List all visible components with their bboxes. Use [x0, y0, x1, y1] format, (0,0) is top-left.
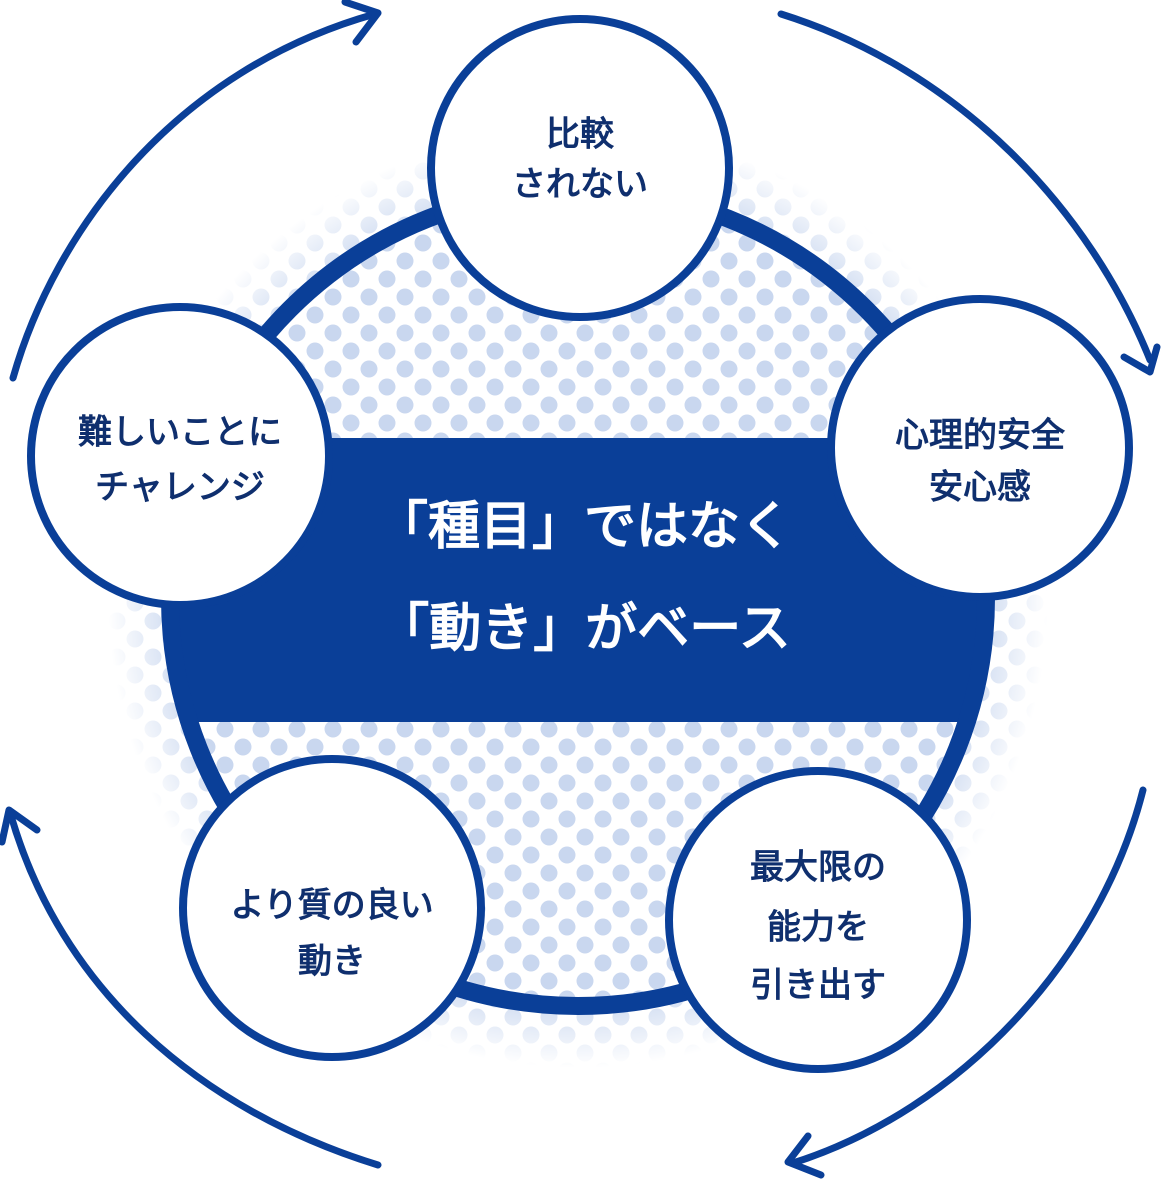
node-label: 能力を: [767, 908, 869, 948]
node-take-on-challenge: 難しいことに チャレンジ: [27, 303, 333, 609]
node-label: 安心感: [929, 468, 1031, 508]
cycle-arrow-top-left: [9, 10, 379, 382]
node-label: 動き: [298, 942, 366, 982]
cycle-arrow-top-right: [777, 10, 1154, 364]
node-label: 難しいことに: [78, 413, 282, 453]
node-label: より質の良い: [230, 886, 433, 926]
node-label: されない: [512, 165, 648, 205]
arrowhead-icon: [784, 1132, 825, 1179]
node-psychological-safety: 心理的安全 安心感: [827, 295, 1133, 601]
arrowhead-icon: [1120, 343, 1161, 376]
node-better-movement: より質の良い 動き: [179, 755, 485, 1061]
center-title-line1: 「種目」ではなく: [376, 497, 792, 557]
node-label: 引き出す: [750, 966, 886, 1006]
node-label: 最大限の: [750, 848, 886, 888]
arrowhead-icon: [0, 806, 41, 846]
cycle-arrow-bottom-left: [6, 808, 382, 1169]
cycle-arrow-bottom-right: [789, 786, 1147, 1167]
node-label: 心理的安全: [895, 416, 1066, 456]
arrowhead-icon: [341, 0, 382, 46]
node-label: チャレンジ: [95, 468, 265, 508]
node-no-comparison: 比較 されない: [427, 15, 733, 321]
center-title-line2: 「動き」がベース: [377, 599, 790, 659]
node-maximize-ability: 最大限の 能力を 引き出す: [665, 767, 971, 1073]
node-label: 比較: [546, 115, 615, 155]
